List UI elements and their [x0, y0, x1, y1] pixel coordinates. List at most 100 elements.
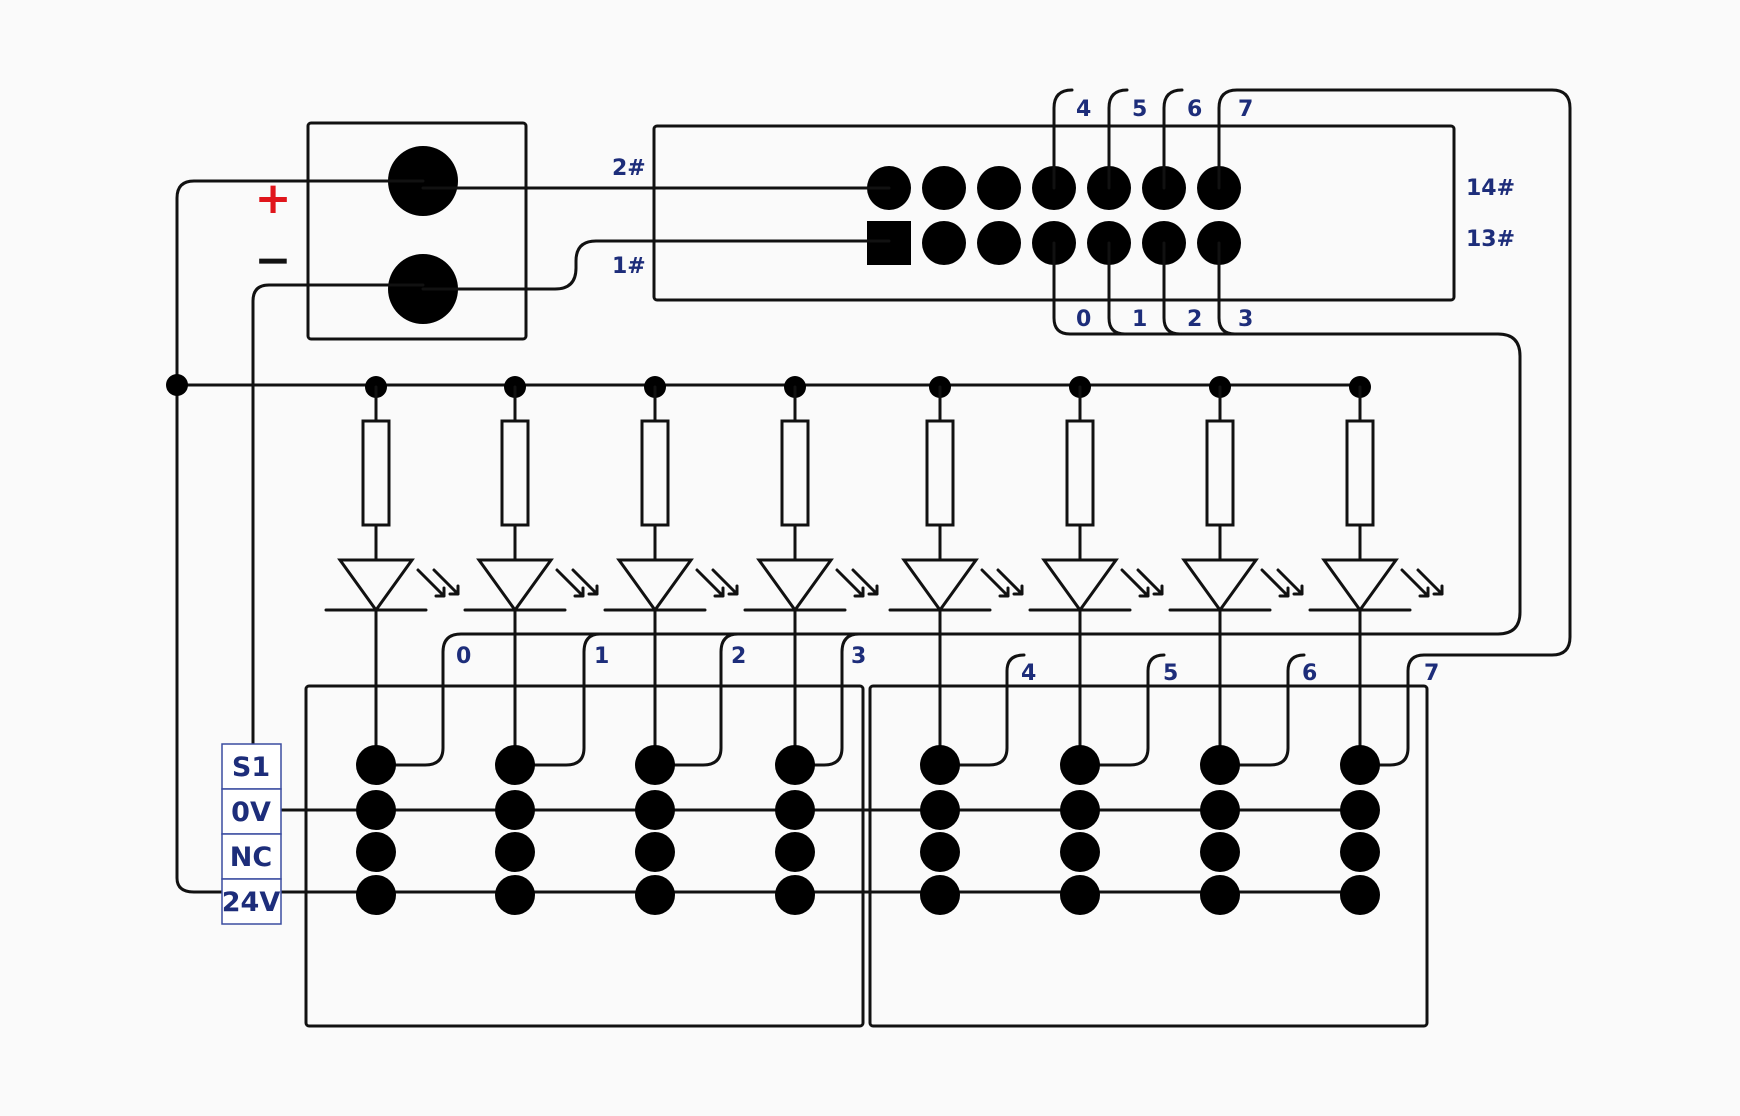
connector-pin: [977, 221, 1021, 265]
module-input-label: 6: [1302, 661, 1317, 686]
terminal-0v-box: [221, 788, 282, 835]
top-bit-label: 6: [1187, 97, 1202, 122]
module-terminal: [920, 875, 960, 915]
led-diode: [1321, 558, 1399, 613]
resistor: [1345, 419, 1375, 527]
pin-14-label: 14#: [1466, 176, 1515, 201]
module-terminal: [775, 875, 815, 915]
module-terminal: [1200, 745, 1240, 785]
module-terminal: [635, 832, 675, 872]
led-diode: [1041, 558, 1119, 613]
top-bit-label: 5: [1132, 97, 1147, 122]
bit-6-wire: [1162, 88, 1306, 767]
terminal-s1-box: [221, 743, 282, 790]
bottom-bit-label: 0: [1076, 307, 1091, 332]
bit-5-wire: [1078, 88, 1166, 767]
module-terminal: [356, 875, 396, 915]
resistor: [500, 419, 530, 527]
bottom-bit-label: 2: [1187, 307, 1202, 332]
module-terminal: [495, 745, 535, 785]
terminal-24v-label: 24V: [222, 887, 281, 918]
input-module-left: [304, 684, 865, 1028]
module-terminal: [1060, 875, 1100, 915]
bus-junction: [166, 374, 188, 396]
connector-pin-square: [867, 221, 911, 265]
minus-to-pin1-wire: [421, 239, 891, 291]
bit-1-wire: [513, 241, 1127, 767]
resistor: [1205, 419, 1235, 527]
led-channels: [324, 376, 1444, 915]
led-light-arrows: [416, 568, 460, 598]
resistor: [640, 419, 670, 527]
module-terminal: [920, 790, 960, 830]
led-light-arrows: [695, 568, 739, 598]
terminal-nc-label: NC: [230, 842, 272, 873]
terminal-block: S1 0V NC 24V: [221, 743, 282, 925]
module-terminal: [1200, 832, 1240, 872]
bottom-bit-label: 3: [1238, 307, 1253, 332]
module-terminal: [356, 832, 396, 872]
connector-pin: [977, 166, 1021, 210]
bit-4-wire: [937, 88, 1074, 767]
module-terminal: [775, 832, 815, 872]
module-input-label: 7: [1424, 661, 1439, 686]
module-terminal: [1340, 832, 1380, 872]
bit-3-wire: [793, 241, 1237, 767]
bottom-bit-label: 1: [1132, 307, 1147, 332]
module-input-label: 2: [731, 644, 746, 669]
top-bit-label: 7: [1238, 97, 1253, 122]
connector-pin: [922, 166, 966, 210]
bit-7-wire: [1217, 88, 1572, 767]
resistor: [925, 419, 955, 527]
module-terminal: [775, 790, 815, 830]
module-terminal: [1200, 875, 1240, 915]
module-input-label: 3: [851, 644, 866, 669]
pin-2-label: 2#: [612, 156, 646, 181]
module-terminal: [1340, 790, 1380, 830]
module-terminal: [1060, 745, 1100, 785]
terminal-nc-box: [221, 833, 282, 880]
terminal-s1-label: S1: [232, 752, 270, 783]
bit-2-wire: [653, 241, 1182, 767]
minus-wire: [251, 283, 425, 750]
module-input-label: 0: [456, 644, 471, 669]
led-light-arrows: [1260, 568, 1304, 598]
led-light-arrows: [980, 568, 1024, 598]
module-terminal: [356, 790, 396, 830]
module-terminal: [495, 875, 535, 915]
minus-sign: −: [255, 235, 292, 286]
led-diode: [476, 558, 554, 613]
module-terminal: [495, 832, 535, 872]
terminal-24v-box: [221, 878, 282, 925]
module-terminal: [1060, 790, 1100, 830]
power-supply-box: [306, 121, 528, 341]
module-terminal: [495, 790, 535, 830]
resistor: [780, 419, 810, 527]
pin-13-label: 13#: [1466, 227, 1515, 252]
module-terminal: [635, 745, 675, 785]
led-diode: [901, 558, 979, 613]
led-light-arrows: [555, 568, 599, 598]
module-terminal: [635, 875, 675, 915]
resistor: [1065, 419, 1095, 527]
module-terminal: [1200, 790, 1240, 830]
plus-wire: [175, 179, 425, 894]
module-terminal: [920, 745, 960, 785]
led-light-arrows: [835, 568, 879, 598]
led-diode: [616, 558, 694, 613]
module-input-label: 5: [1163, 661, 1178, 686]
top-bit-label: 4: [1076, 97, 1091, 122]
pin-1-label: 1#: [612, 254, 646, 279]
resistor: [361, 419, 391, 527]
module-terminal: [1340, 745, 1380, 785]
module-input-label: 1: [594, 644, 609, 669]
led-diode: [337, 558, 415, 613]
module-terminal: [775, 745, 815, 785]
connector-pin: [922, 221, 966, 265]
led-diode: [756, 558, 834, 613]
bit-0-wire: [374, 241, 1522, 767]
module-terminal: [1340, 875, 1380, 915]
module-terminal: [356, 745, 396, 785]
led-light-arrows: [1120, 568, 1164, 598]
